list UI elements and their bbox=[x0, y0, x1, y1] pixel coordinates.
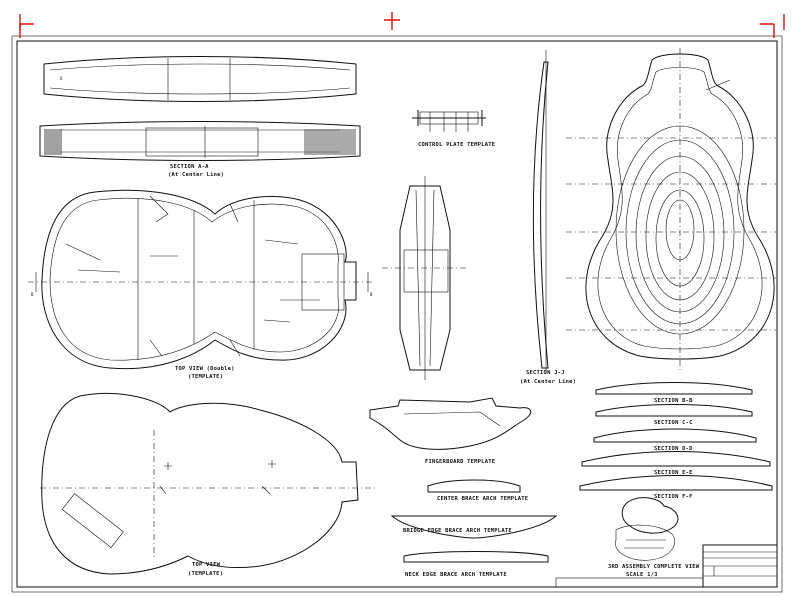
section-aa-subtitle: (At Center Line) bbox=[168, 172, 224, 178]
section-aa-title: SECTION A-A bbox=[170, 164, 209, 170]
top-view-double-outline: B B bbox=[28, 189, 373, 370]
sheet-border bbox=[11, 35, 783, 593]
section-aa-view bbox=[39, 121, 361, 161]
svg-text:B: B bbox=[31, 292, 34, 297]
section-bb-label: SECTION B-B bbox=[654, 398, 693, 404]
section-jj-view bbox=[532, 50, 549, 374]
title-block bbox=[555, 544, 778, 588]
center-brace-arch bbox=[427, 479, 521, 493]
section-dd-label: SECTION D-D bbox=[654, 446, 693, 452]
contour-top-view bbox=[566, 48, 776, 372]
svg-text:O: O bbox=[60, 76, 63, 81]
center-cross-section bbox=[382, 176, 466, 380]
top-view-subtitle: (TEMPLATE) bbox=[188, 571, 223, 577]
assembly-sketch bbox=[615, 497, 679, 561]
assembly-title: 3RD ASSEMBLY COMPLETE VIEW bbox=[608, 564, 700, 570]
assembly-scale: SCALE 1/3 bbox=[626, 572, 658, 578]
bridge-brace-arch bbox=[390, 515, 558, 539]
side-profile-view: O bbox=[43, 56, 357, 102]
control-plate-label: CONTROL PLATE TEMPLATE bbox=[418, 142, 495, 148]
bridge-brace-label: BRIDGE EDGE BRACE ARCH TEMPLATE bbox=[403, 528, 512, 534]
section-cc-label: SECTION C-C bbox=[654, 420, 693, 426]
top-view-outline bbox=[40, 392, 378, 575]
control-plate-template bbox=[412, 110, 486, 132]
fingerboard-label: FINGERBOARD TEMPLATE bbox=[425, 459, 495, 465]
neck-brace-arch bbox=[403, 551, 549, 563]
top-view-double-title: TOP VIEW (Double) bbox=[175, 366, 235, 372]
svg-text:B: B bbox=[370, 292, 373, 297]
section-ee-label: SECTION E-E bbox=[654, 470, 693, 476]
section-arch-stack bbox=[579, 382, 773, 491]
section-jj-subtitle: (At Center Line) bbox=[520, 379, 576, 385]
neck-brace-label: NECK EDGE BRACE ARCH TEMPLATE bbox=[405, 572, 507, 578]
fingerboard-template bbox=[369, 397, 532, 450]
top-view-double-subtitle: (TEMPLATE) bbox=[188, 374, 223, 380]
section-jj-title: SECTION J-J bbox=[526, 370, 565, 376]
registration-marks bbox=[19, 12, 785, 38]
top-view-title: TOP VIEW bbox=[192, 562, 221, 568]
center-brace-label: CENTER BRACE ARCH TEMPLATE bbox=[437, 496, 528, 502]
section-ff-label: SECTION F-F bbox=[654, 494, 693, 500]
